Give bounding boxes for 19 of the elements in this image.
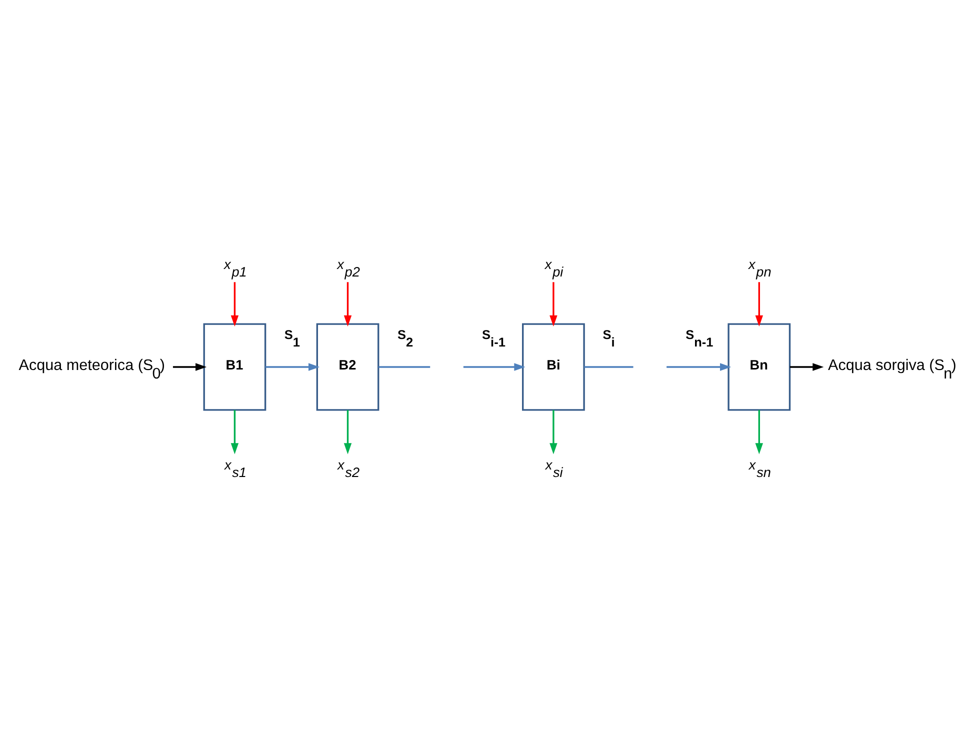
arrow [172, 363, 207, 371]
node-box: Bi [522, 323, 585, 411]
arrow [755, 410, 764, 454]
arrow [790, 363, 824, 371]
arrow [550, 282, 558, 326]
arrow [755, 282, 764, 326]
arrow [265, 363, 320, 371]
arrow [344, 410, 352, 454]
arrow [344, 282, 352, 326]
arrow [666, 363, 732, 371]
arrow [550, 410, 558, 454]
connector [584, 366, 634, 368]
arrow [463, 363, 526, 371]
connector [378, 366, 430, 368]
node-box: B2 [316, 323, 380, 411]
node-box: Bn [728, 323, 791, 411]
arrow [230, 410, 239, 454]
arrow [230, 282, 239, 326]
node-box: B1 [203, 323, 266, 411]
